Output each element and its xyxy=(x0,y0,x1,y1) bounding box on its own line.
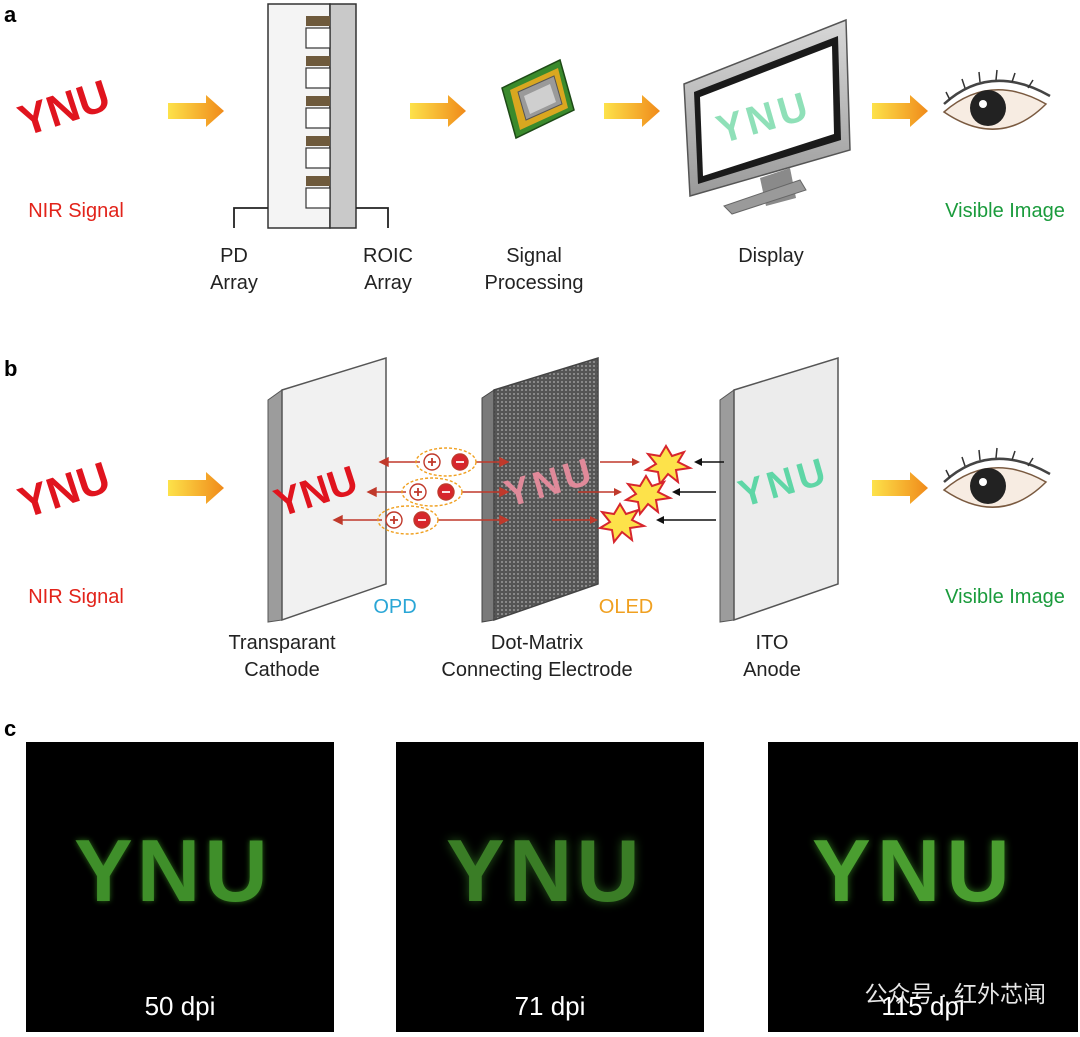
dot-matrix-panel xyxy=(481,356,599,623)
photo-71dpi-ynu: YNU xyxy=(446,821,644,920)
arrow-a1 xyxy=(168,95,224,127)
nir-signal-label-b: NIR Signal xyxy=(28,586,124,608)
pd-roic-array xyxy=(233,3,389,229)
display-label: Display xyxy=(738,245,804,267)
arrow-a3 xyxy=(604,95,660,127)
eye-icon-a xyxy=(942,69,1051,130)
oled-label: OLED xyxy=(598,596,654,618)
transparent-cathode-panel xyxy=(267,356,387,623)
ito-anode-label: ITO Anode xyxy=(728,630,816,684)
ito-anode-panel xyxy=(719,356,839,623)
visible-image-label-a: Visible Image xyxy=(945,200,1065,222)
panel-letter-b: b xyxy=(4,356,18,381)
roic-array-label: ROIC Array xyxy=(344,243,432,297)
roic-array-line2: Array xyxy=(364,272,412,294)
opd-label: OPD xyxy=(373,596,417,618)
oled-emission xyxy=(552,444,724,545)
dot-matrix-line2: Connecting Electrode xyxy=(441,659,633,681)
photo-71dpi: YNU 71 dpi xyxy=(396,742,704,1032)
photo-115dpi: YNU 115 dpi xyxy=(768,742,1078,1032)
eye-icon-b xyxy=(942,447,1051,508)
signal-processing-line1: Signal xyxy=(506,245,562,267)
arrow-a4 xyxy=(872,95,928,127)
ito-anode-line1: ITO xyxy=(755,632,789,654)
transparent-cathode-line2: Cathode xyxy=(244,659,320,681)
transparent-cathode-label: Transparant Cathode xyxy=(206,630,358,684)
photo-115dpi-ynu: YNU xyxy=(812,821,1016,920)
pd-array-line2: Array xyxy=(210,272,258,294)
dot-matrix-label: Dot-Matrix Connecting Electrode xyxy=(420,630,654,684)
dot-matrix-line1: Dot-Matrix xyxy=(490,632,584,654)
visible-image-label-b: Visible Image xyxy=(945,586,1065,608)
arrow-b2 xyxy=(872,472,928,504)
signal-processing-chip xyxy=(501,58,575,140)
signal-processing-line2: Processing xyxy=(484,272,584,294)
watermark-text: 公众号 · 红外芯闻 xyxy=(864,981,1046,1007)
signal-processing-label: Signal Processing xyxy=(468,243,600,297)
photo-50dpi: YNU 50 dpi xyxy=(26,742,334,1032)
transparent-cathode-line1: Transparant xyxy=(228,632,336,654)
photo-115dpi-caption: 115 dpi xyxy=(881,991,965,1021)
roic-array-line1: ROIC xyxy=(363,245,413,267)
pd-array-label: PD Array xyxy=(192,243,276,297)
photo-50dpi-caption: 50 dpi xyxy=(144,991,216,1021)
pd-array-line1: PD xyxy=(220,245,248,267)
photo-71dpi-caption: 71 dpi xyxy=(514,991,586,1021)
nir-signal-label-a: NIR Signal xyxy=(28,200,124,222)
charge-pairs xyxy=(332,447,510,535)
arrow-a2 xyxy=(410,95,466,127)
arrow-b1 xyxy=(168,472,224,504)
ito-anode-line2: Anode xyxy=(743,659,801,681)
panel-letter-a: a xyxy=(4,2,17,27)
panel-letter-c: c xyxy=(4,716,17,741)
display-monitor xyxy=(683,18,851,215)
photo-50dpi-ynu: YNU xyxy=(74,821,272,920)
